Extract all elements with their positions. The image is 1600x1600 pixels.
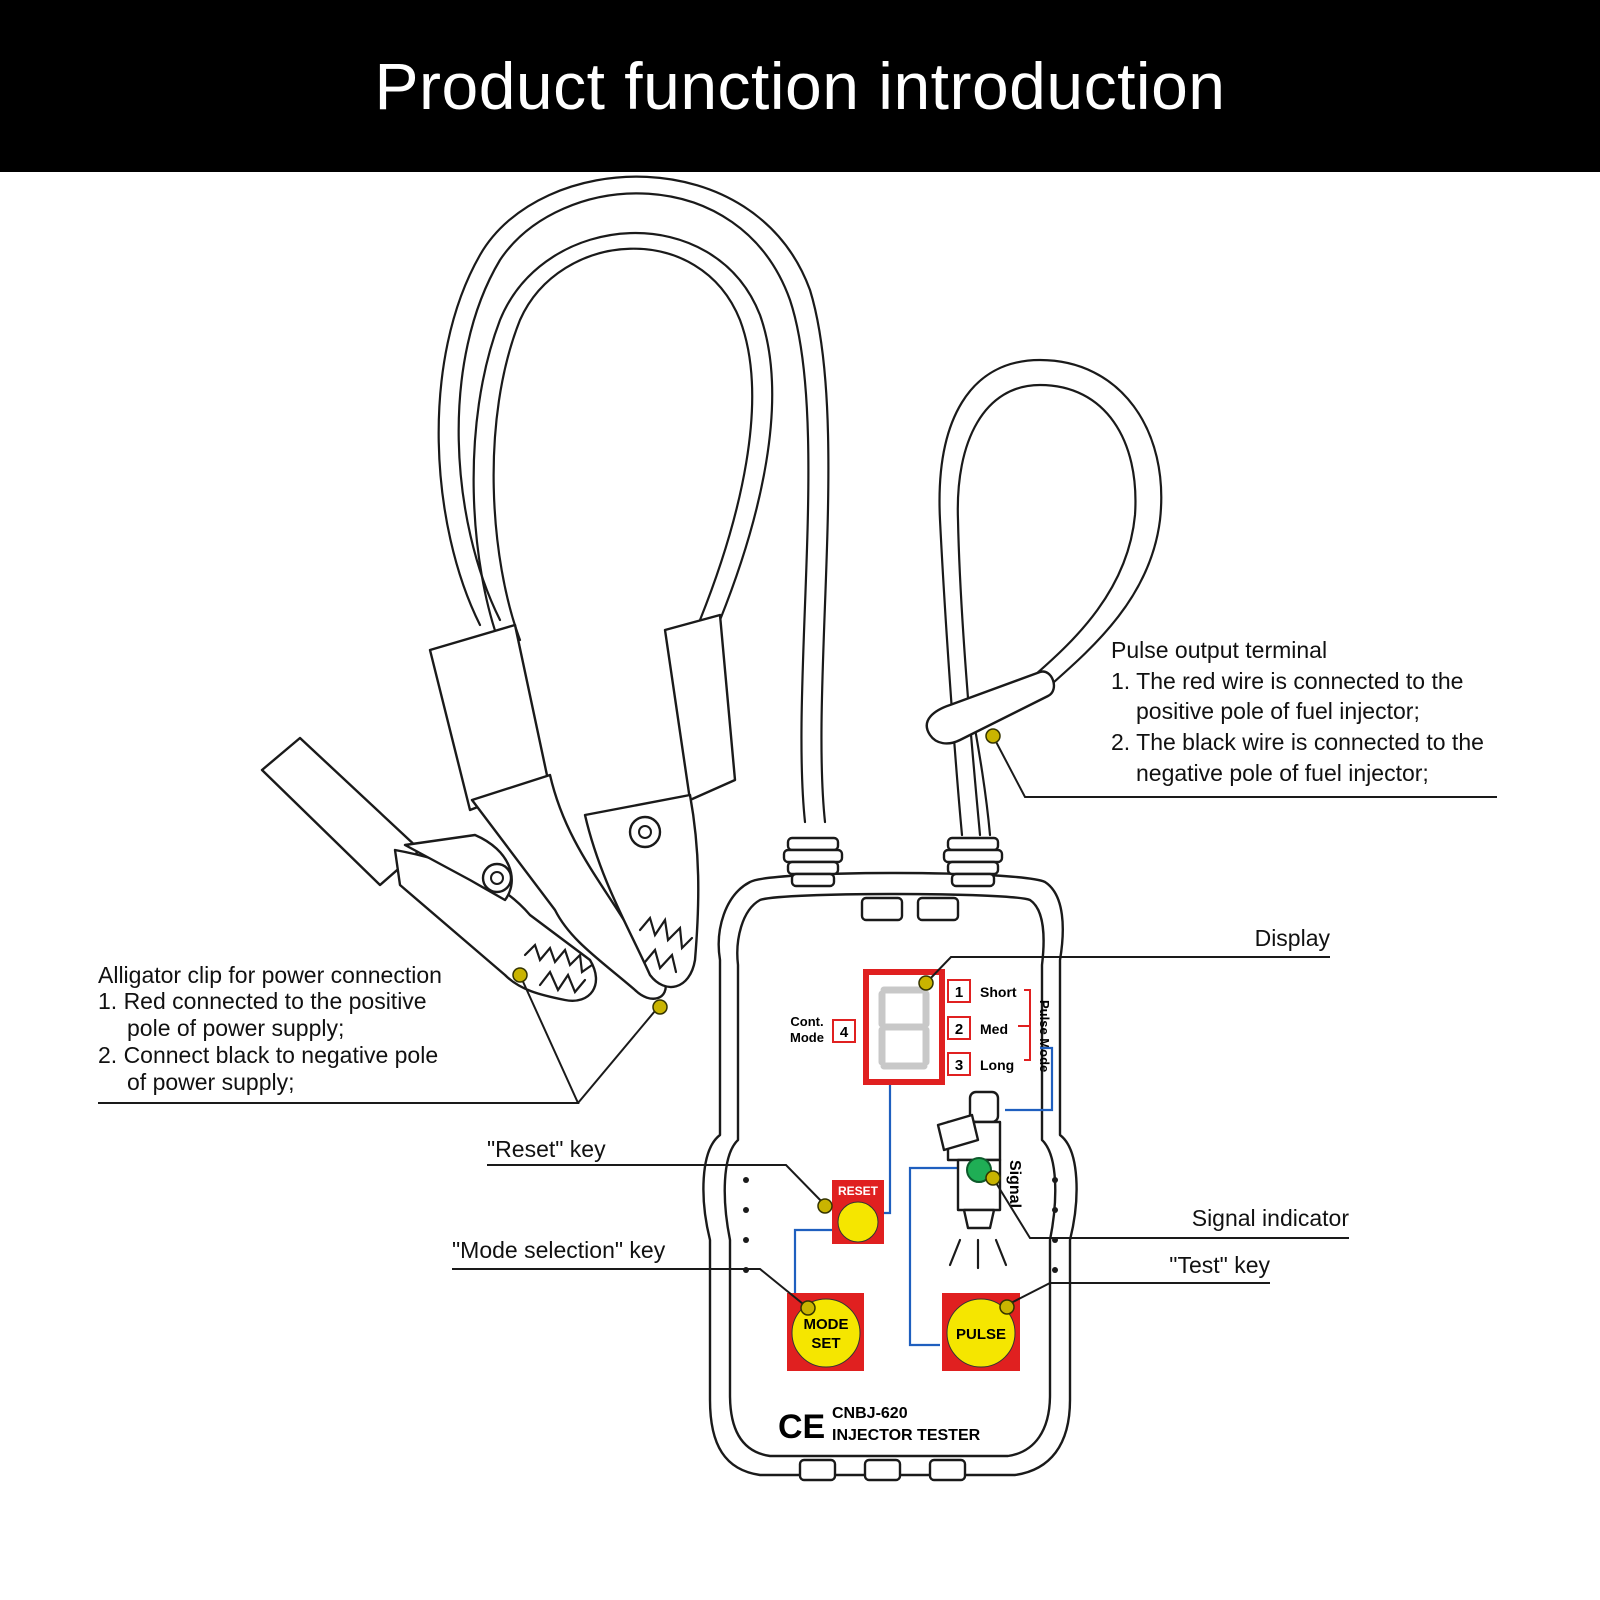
callout-pulse-terminal: Pulse output terminal 1. The red wire is… (1111, 637, 1484, 786)
page-title: Product function introduction (374, 49, 1226, 123)
callout-dot (999, 1299, 1015, 1315)
svg-text:1. Red connected to the positi: 1. Red connected to the positive (98, 988, 427, 1014)
callout-display: Display (1255, 925, 1331, 951)
product-label: INJECTOR TESTER (832, 1427, 981, 1444)
svg-text:Pulse Mode: Pulse Mode (1037, 1000, 1052, 1072)
callout-dot (512, 967, 528, 983)
svg-text:Long: Long (980, 1057, 1014, 1073)
svg-text:2. Connect black to negative p: 2. Connect black to negative pole (98, 1042, 438, 1068)
svg-text:PULSE: PULSE (956, 1326, 1006, 1343)
svg-text:positive pole of fuel injector: positive pole of fuel injector; (1136, 698, 1420, 724)
alligator-clip-icon (260, 736, 597, 1002)
alligator-clip-icon (428, 613, 737, 1000)
reset-button[interactable]: RESET (832, 1180, 884, 1244)
power-cable-loops (437, 175, 830, 824)
callout-alligator: Alligator clip for power connection 1. R… (98, 962, 442, 1095)
svg-text:Alligator clip for power conne: Alligator clip for power connection (98, 962, 442, 988)
header-banner: Product function introduction (0, 0, 1600, 172)
fuel-injector-icon (936, 1090, 1008, 1270)
seven-segment-display-icon (863, 969, 945, 1085)
svg-text:Cont.: Cont. (790, 1014, 823, 1029)
callout-signal-indicator: Signal indicator (1192, 1205, 1350, 1231)
mode-indicators: 1 Short 2 Med 3 Long Pulse Mode Cont. Mo… (790, 979, 1052, 1076)
callout-leaders (98, 735, 1497, 1309)
callout-dot (918, 975, 934, 991)
callout-mode-key: "Mode selection" key (452, 1237, 666, 1263)
ce-mark-icon: CE (778, 1408, 825, 1446)
svg-text:Mode: Mode (790, 1030, 824, 1045)
callout-dot (985, 728, 1001, 744)
callout-dot (800, 1300, 816, 1316)
svg-text:Med: Med (980, 1021, 1008, 1037)
svg-text:RESET: RESET (838, 1184, 879, 1198)
svg-text:Short: Short (980, 984, 1017, 1000)
svg-text:2. The black wire is connected: 2. The black wire is connected to the (1111, 729, 1484, 755)
svg-text:pole of power supply;: pole of power supply; (127, 1015, 344, 1041)
svg-text:1. The red wire is connected t: 1. The red wire is connected to the (1111, 668, 1463, 694)
callout-dot (652, 999, 668, 1015)
svg-text:Pulse output terminal: Pulse output terminal (1111, 637, 1327, 663)
svg-text:negative pole of fuel injector: negative pole of fuel injector; (1136, 760, 1429, 786)
signal-indicator-led (966, 1157, 992, 1183)
svg-text:4: 4 (840, 1024, 849, 1041)
callout-dot (985, 1170, 1001, 1186)
svg-text:3: 3 (955, 1057, 963, 1074)
svg-text:of power supply;: of power supply; (127, 1069, 294, 1095)
pulse-output-plug (925, 670, 1056, 745)
pulse-cable-loop (938, 358, 1163, 837)
mode-set-button[interactable]: MODE SET (787, 1293, 864, 1371)
model-label: CNBJ-620 (832, 1405, 908, 1422)
svg-text:MODE: MODE (804, 1316, 849, 1333)
callout-dot (817, 1198, 833, 1214)
svg-text:2: 2 (955, 1021, 963, 1038)
svg-text:SET: SET (811, 1335, 840, 1352)
callout-test-key: "Test" key (1169, 1252, 1270, 1278)
signal-label: Signal (1006, 1160, 1023, 1208)
callout-reset-key: "Reset" key (487, 1136, 606, 1162)
svg-text:1: 1 (955, 984, 963, 1001)
